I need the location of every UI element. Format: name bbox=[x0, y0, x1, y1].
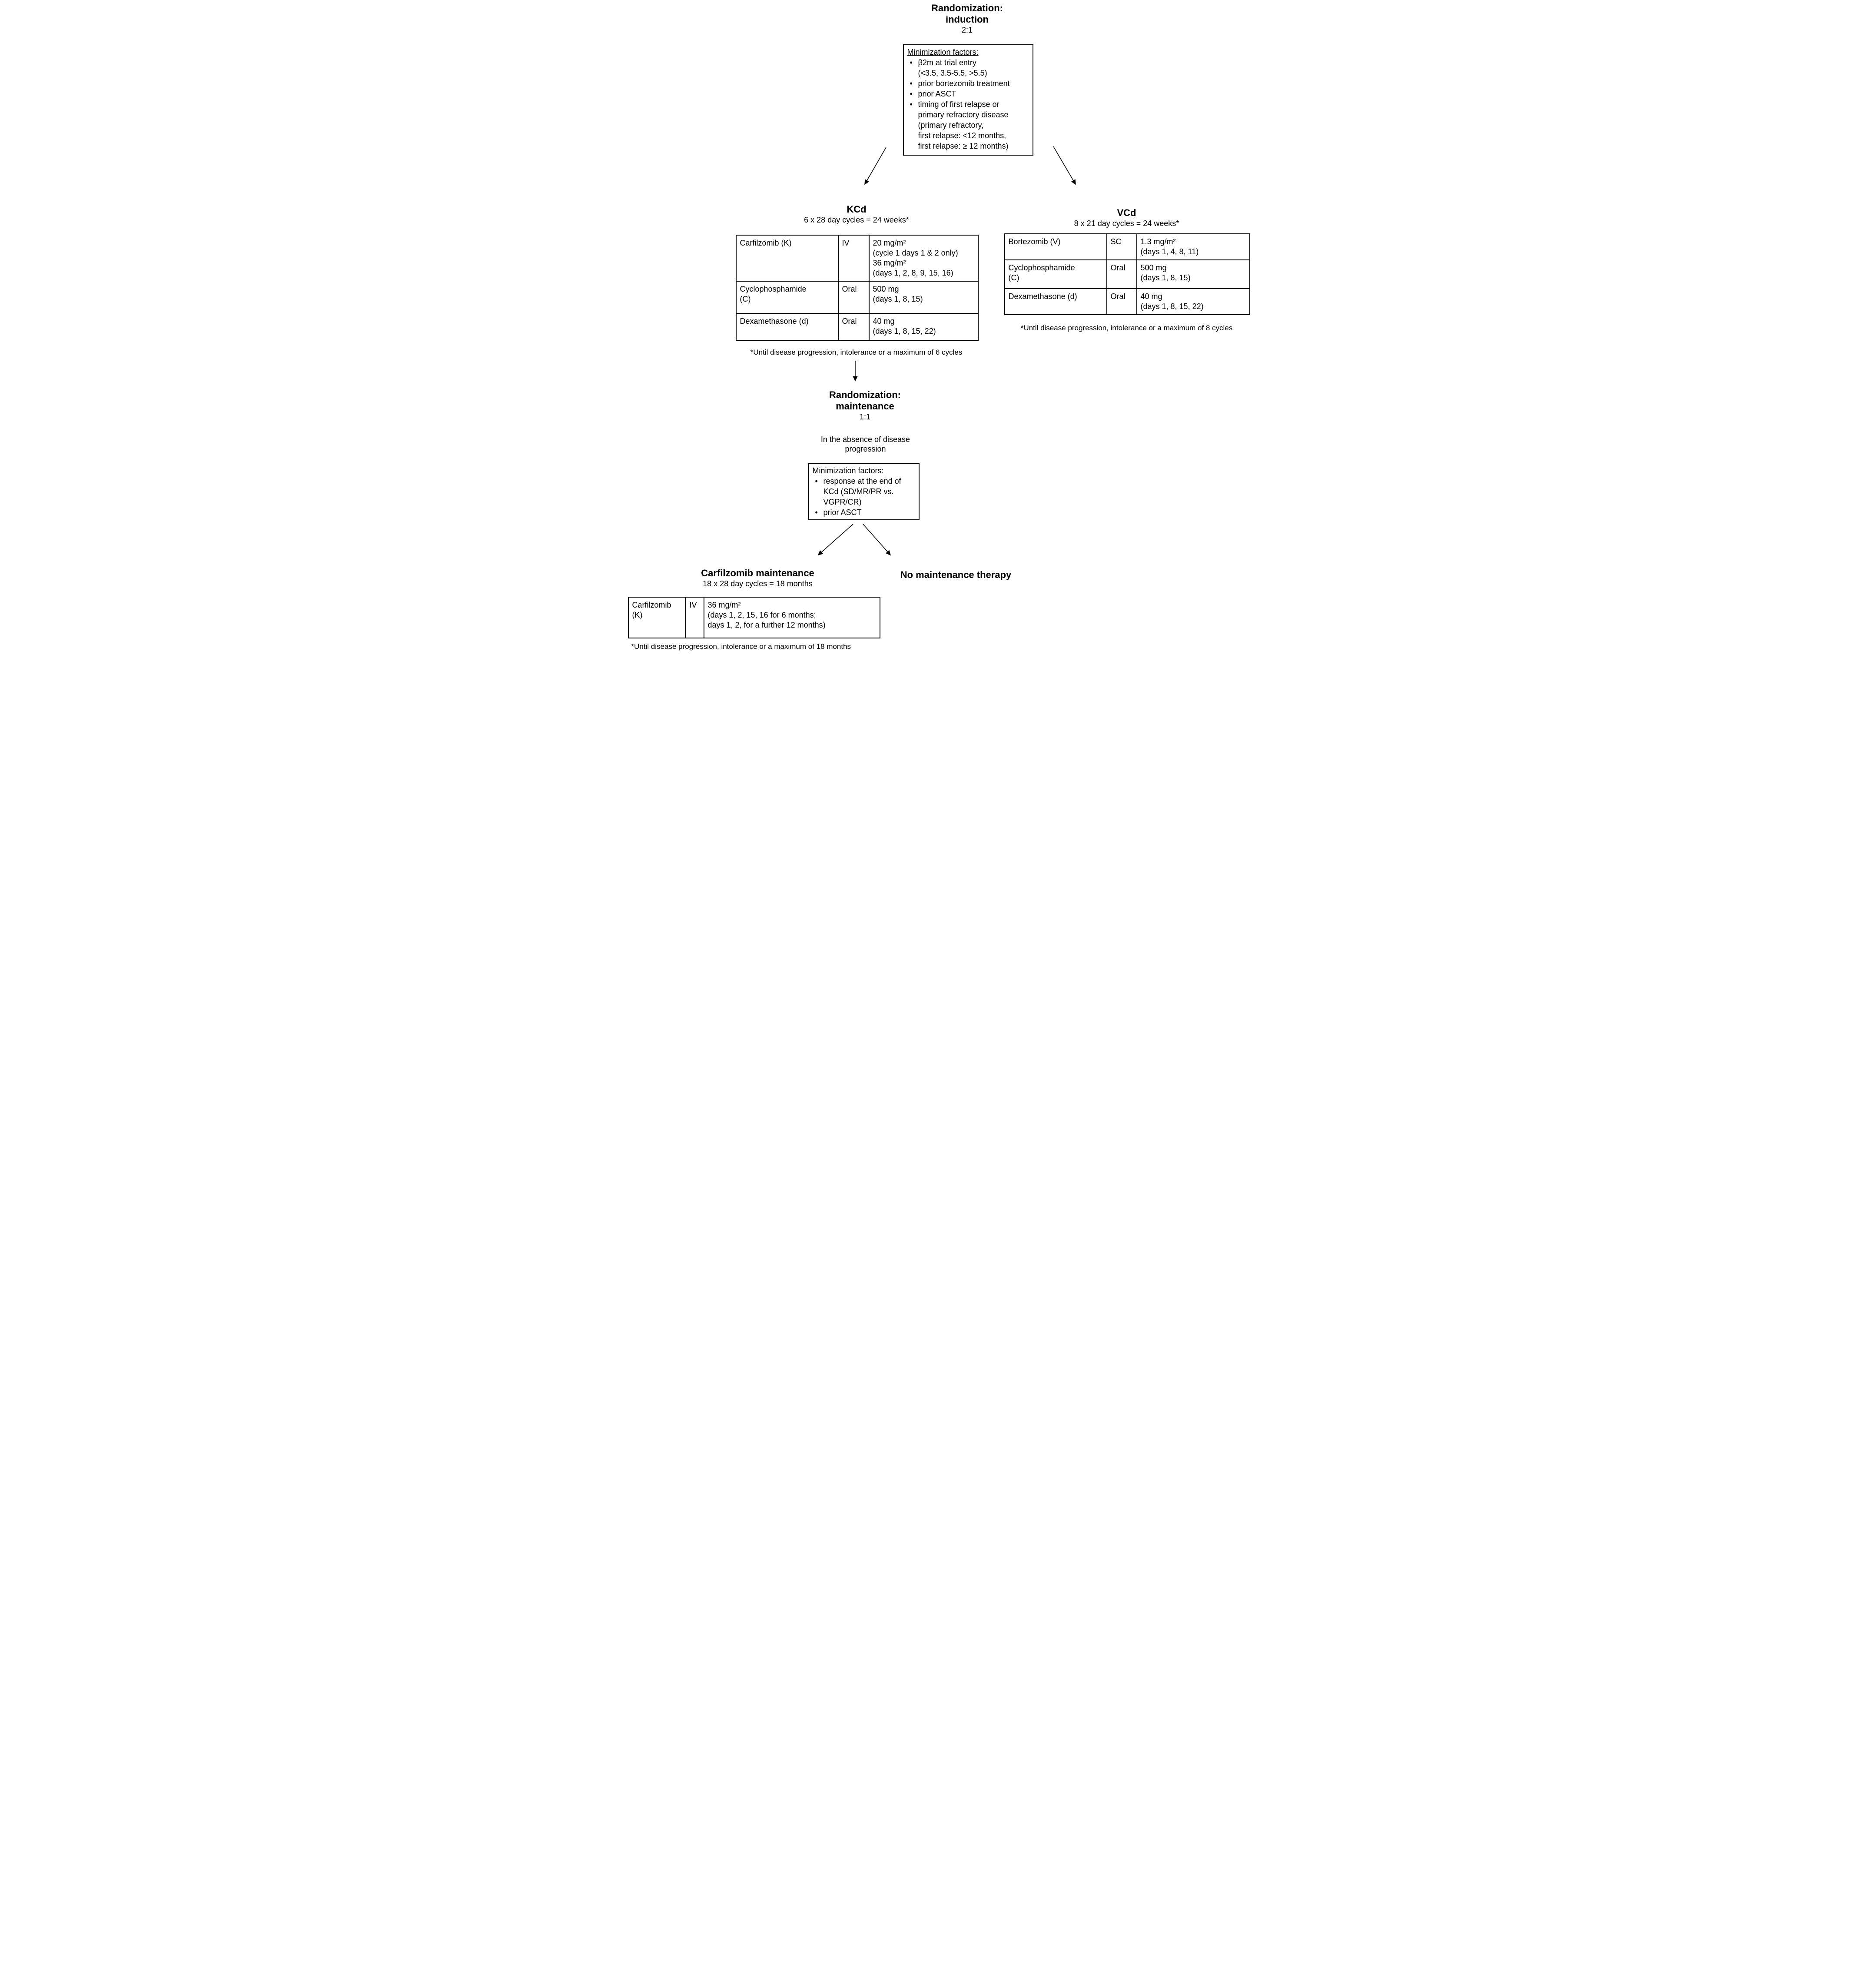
route-cell: Oral bbox=[837, 281, 870, 314]
route-cell: Oral bbox=[1106, 288, 1137, 315]
dose-cell: 1.3 mg/m² (days 1, 4, 8, 11) bbox=[1136, 233, 1250, 260]
induction-minimization-heading: Minimization factors: bbox=[907, 48, 979, 56]
carfilzomib-maintenance-table: Carfilzomib (K) IV 36 mg/m² (days 1, 2, … bbox=[628, 597, 880, 638]
table-row: Cyclophosphamide (C) Oral 500 mg (days 1… bbox=[735, 281, 979, 314]
kcd-heading-block: KCd 6 x 28 day cycles = 24 weeks* bbox=[736, 204, 978, 225]
minimization-item: prior bortezomib treatment bbox=[907, 78, 1029, 89]
maintenance-title-line1: Randomization: bbox=[829, 389, 901, 400]
induction-minimization-box: Minimization factors: β2m at trial entry… bbox=[903, 44, 1033, 156]
kcd-regimen-table: Carfilzomib (K) IV 20 mg/m² (cycle 1 day… bbox=[735, 235, 979, 341]
table-row: Dexamethasone (d) Oral 40 mg (days 1, 8,… bbox=[1004, 288, 1250, 315]
induction-minimization-list: β2m at trial entry (<3.5, 3.5-5.5, >5.5)… bbox=[907, 57, 1029, 151]
minimization-item: prior ASCT bbox=[813, 507, 915, 518]
maintenance-title-line2: maintenance bbox=[836, 401, 894, 412]
dose-cell: 40 mg (days 1, 8, 15, 22) bbox=[1136, 288, 1250, 315]
dose-cell: 20 mg/m² (cycle 1 days 1 & 2 only) 36 mg… bbox=[868, 235, 979, 282]
arrow-induction-to-vcd bbox=[1053, 146, 1076, 185]
vcd-subtitle: 8 x 21 day cycles = 24 weeks* bbox=[1074, 219, 1179, 228]
trial-flow-diagram: Randomization: induction 2:1 Minimizatio… bbox=[625, 0, 1251, 655]
drug-name-cell: Dexamethasone (d) bbox=[1004, 288, 1107, 315]
maintenance-condition-note: In the absence of disease progression bbox=[820, 435, 910, 453]
table-row: Cyclophosphamide (C) Oral 500 mg (days 1… bbox=[1004, 259, 1250, 289]
induction-ratio: 2:1 bbox=[961, 26, 973, 34]
route-cell: Oral bbox=[837, 313, 870, 341]
kcd-footnote: *Until disease progression, intolerance … bbox=[750, 348, 963, 356]
dose-cell: 500 mg (days 1, 8, 15) bbox=[868, 281, 979, 314]
vcd-heading-block: VCd 8 x 21 day cycles = 24 weeks* bbox=[1004, 207, 1249, 228]
table-row: Carfilzomib (K) IV 20 mg/m² (cycle 1 day… bbox=[735, 235, 979, 282]
minimization-item: β2m at trial entry (<3.5, 3.5-5.5, >5.5) bbox=[907, 57, 1029, 78]
drug-name-cell: Dexamethasone (d) bbox=[735, 313, 839, 341]
vcd-regimen-table: Bortezomib (V) SC 1.3 mg/m² (days 1, 4, … bbox=[1004, 233, 1250, 315]
no-maintenance-label: No maintenance therapy bbox=[900, 569, 1012, 580]
carfilzomib-maintenance-heading-block: Carfilzomib maintenance 18 x 28 day cycl… bbox=[686, 568, 830, 588]
route-cell: IV bbox=[685, 597, 704, 638]
route-cell: Oral bbox=[1106, 259, 1137, 289]
drug-name-cell: Carfilzomib (K) bbox=[628, 597, 686, 638]
maintenance-minimization-box: Minimization factors: response at the en… bbox=[808, 463, 920, 520]
drug-name-cell: Carfilzomib (K) bbox=[735, 235, 839, 282]
dose-cell: 36 mg/m² (days 1, 2, 15, 16 for 6 months… bbox=[703, 597, 880, 638]
drug-name-cell: Cyclophosphamide (C) bbox=[735, 281, 839, 314]
drug-name-cell: Cyclophosphamide (C) bbox=[1004, 259, 1107, 289]
kcd-title: KCd bbox=[847, 204, 867, 215]
vcd-footnote: *Until disease progression, intolerance … bbox=[1020, 324, 1233, 332]
route-cell: SC bbox=[1106, 233, 1137, 260]
drug-name-cell: Bortezomib (V) bbox=[1004, 233, 1107, 260]
table-row: Dexamethasone (d) Oral 40 mg (days 1, 8,… bbox=[735, 313, 979, 341]
maintenance-minimization-heading: Minimization factors: bbox=[812, 466, 884, 475]
maintenance-minimization-list: response at the end of KCd (SD/MR/PR vs.… bbox=[813, 476, 915, 518]
kcd-subtitle: 6 x 28 day cycles = 24 weeks* bbox=[804, 216, 909, 224]
maintenance-ratio: 1:1 bbox=[859, 412, 871, 421]
table-row: Bortezomib (V) SC 1.3 mg/m² (days 1, 4, … bbox=[1004, 233, 1250, 260]
carfilzomib-maintenance-title: Carfilzomib maintenance bbox=[701, 568, 814, 578]
induction-title-line2: induction bbox=[946, 14, 989, 25]
dose-cell: 40 mg (days 1, 8, 15, 22) bbox=[868, 313, 979, 341]
induction-randomization-title-block: Randomization: induction 2:1 bbox=[902, 3, 1033, 35]
table-row: Carfilzomib (K) IV 36 mg/m² (days 1, 2, … bbox=[628, 597, 880, 638]
maintenance-randomization-title-block: Randomization: maintenance 1:1 bbox=[804, 389, 926, 422]
arrow-to-carfilzomib-maintenance bbox=[817, 524, 853, 556]
arrow-induction-to-kcd bbox=[864, 147, 887, 185]
minimization-item: response at the end of KCd (SD/MR/PR vs.… bbox=[813, 476, 915, 507]
dose-cell: 500 mg (days 1, 8, 15) bbox=[1136, 259, 1250, 289]
minimization-item: prior ASCT bbox=[907, 89, 1029, 99]
route-cell: IV bbox=[837, 235, 870, 282]
vcd-title: VCd bbox=[1117, 207, 1136, 218]
induction-title-line1: Randomization: bbox=[931, 3, 1003, 13]
carfilzomib-maintenance-subtitle: 18 x 28 day cycles = 18 months bbox=[703, 579, 813, 588]
arrow-to-no-maintenance bbox=[862, 524, 891, 556]
minimization-item: timing of first relapse or primary refra… bbox=[907, 99, 1029, 151]
carfilzomib-maintenance-footnote: *Until disease progression, intolerance … bbox=[631, 642, 851, 651]
